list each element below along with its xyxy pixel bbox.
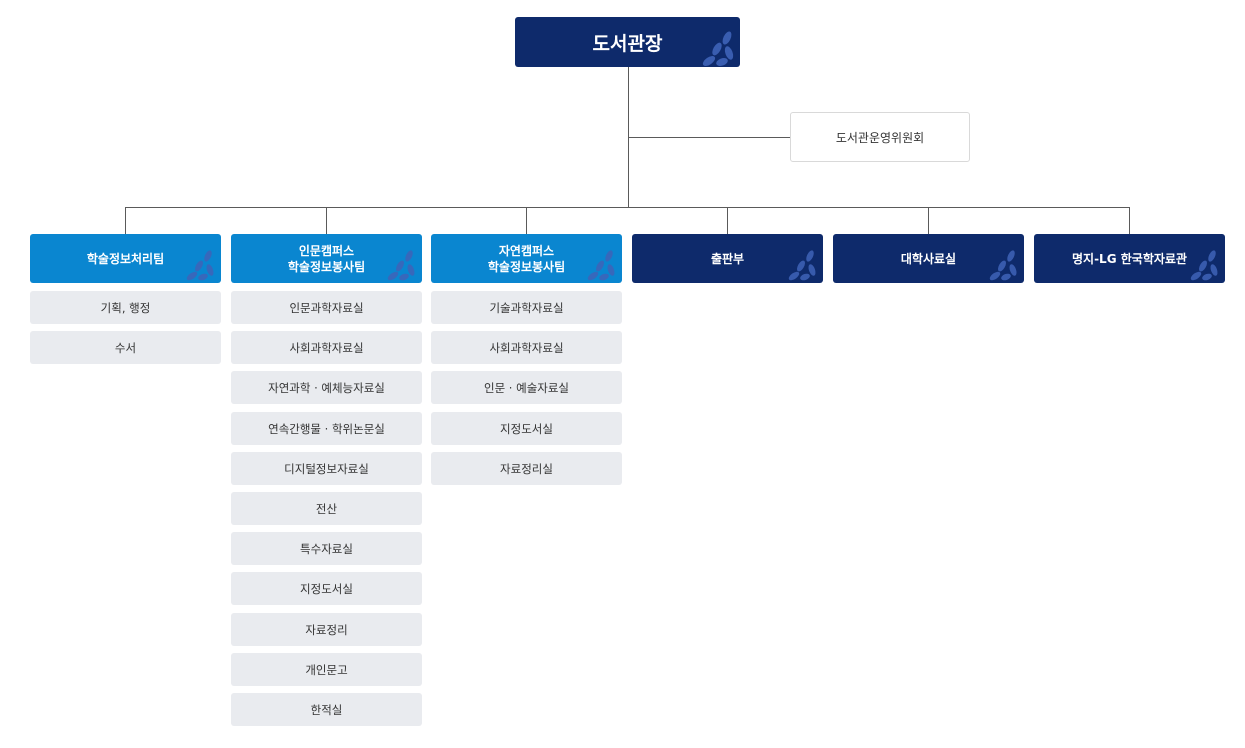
- team-sub-item[interactable]: 자료정리실: [431, 452, 622, 485]
- team-sub-item[interactable]: 연속간행물 · 학위논문실: [231, 412, 422, 445]
- team-sub-item[interactable]: 사회과학자료실: [431, 331, 622, 364]
- team-box-1[interactable]: 학술정보처리팀: [30, 234, 221, 283]
- team-sub-item[interactable]: 인문 · 예술자료실: [431, 371, 622, 404]
- team-box-4[interactable]: 출판부: [632, 234, 823, 283]
- team-sub-item[interactable]: 인문과학자료실: [231, 291, 422, 324]
- team-sub-item[interactable]: 기술과학자료실: [431, 291, 622, 324]
- team-sub-item[interactable]: 한적실: [231, 693, 422, 726]
- team-label: 인문캠퍼스 학술정보봉사팀: [287, 243, 366, 274]
- connector-horizontal: [126, 207, 1130, 208]
- leaf-decoration-icon: [1190, 250, 1218, 281]
- connector-team-drop: [526, 207, 527, 234]
- team-label: 자연캠퍼스 학술정보봉사팀: [487, 243, 566, 274]
- team-sub-item[interactable]: 지정도서실: [231, 572, 422, 605]
- team-label: 대학사료실: [900, 251, 957, 266]
- team-sub-item[interactable]: 수서: [30, 331, 221, 364]
- connector-team-drop: [1129, 207, 1130, 234]
- leaf-decoration-icon: [587, 250, 615, 281]
- leaf-decoration-icon: [788, 250, 816, 281]
- connector-team-drop: [125, 207, 126, 234]
- team-sub-item[interactable]: 전산: [231, 492, 422, 525]
- team-sub-item[interactable]: 기획, 행정: [30, 291, 221, 324]
- library-committee-label: 도서관운영위원회: [835, 130, 925, 145]
- team-box-6[interactable]: 명지-LG 한국학자료관: [1034, 234, 1225, 283]
- team-sub-item[interactable]: 자료정리: [231, 613, 422, 646]
- leaf-decoration-icon: [702, 31, 734, 66]
- team-label: 명지-LG 한국학자료관: [1072, 251, 1187, 266]
- connector-team-drop: [727, 207, 728, 234]
- team-box-5[interactable]: 대학사료실: [833, 234, 1024, 283]
- team-box-3[interactable]: 자연캠퍼스 학술정보봉사팀: [431, 234, 622, 283]
- team-sub-item[interactable]: 특수자료실: [231, 532, 422, 565]
- team-label: 학술정보처리팀: [86, 251, 165, 266]
- team-sub-item[interactable]: 사회과학자료실: [231, 331, 422, 364]
- leaf-decoration-icon: [387, 250, 415, 281]
- team-label: 출판부: [710, 251, 745, 266]
- team-sub-item[interactable]: 자연과학 · 예체능자료실: [231, 371, 422, 404]
- connector-team-drop: [928, 207, 929, 234]
- library-director-label: 도서관장: [592, 32, 663, 55]
- library-committee-box[interactable]: 도서관운영위원회: [790, 112, 970, 162]
- team-sub-item[interactable]: 지정도서실: [431, 412, 622, 445]
- connector-committee: [628, 137, 790, 138]
- leaf-decoration-icon: [186, 250, 214, 281]
- team-sub-item[interactable]: 디지털정보자료실: [231, 452, 422, 485]
- connector-team-drop: [326, 207, 327, 234]
- library-director-box[interactable]: 도서관장: [515, 17, 740, 67]
- team-box-2[interactable]: 인문캠퍼스 학술정보봉사팀: [231, 234, 422, 283]
- team-sub-item[interactable]: 개인문고: [231, 653, 422, 686]
- leaf-decoration-icon: [989, 250, 1017, 281]
